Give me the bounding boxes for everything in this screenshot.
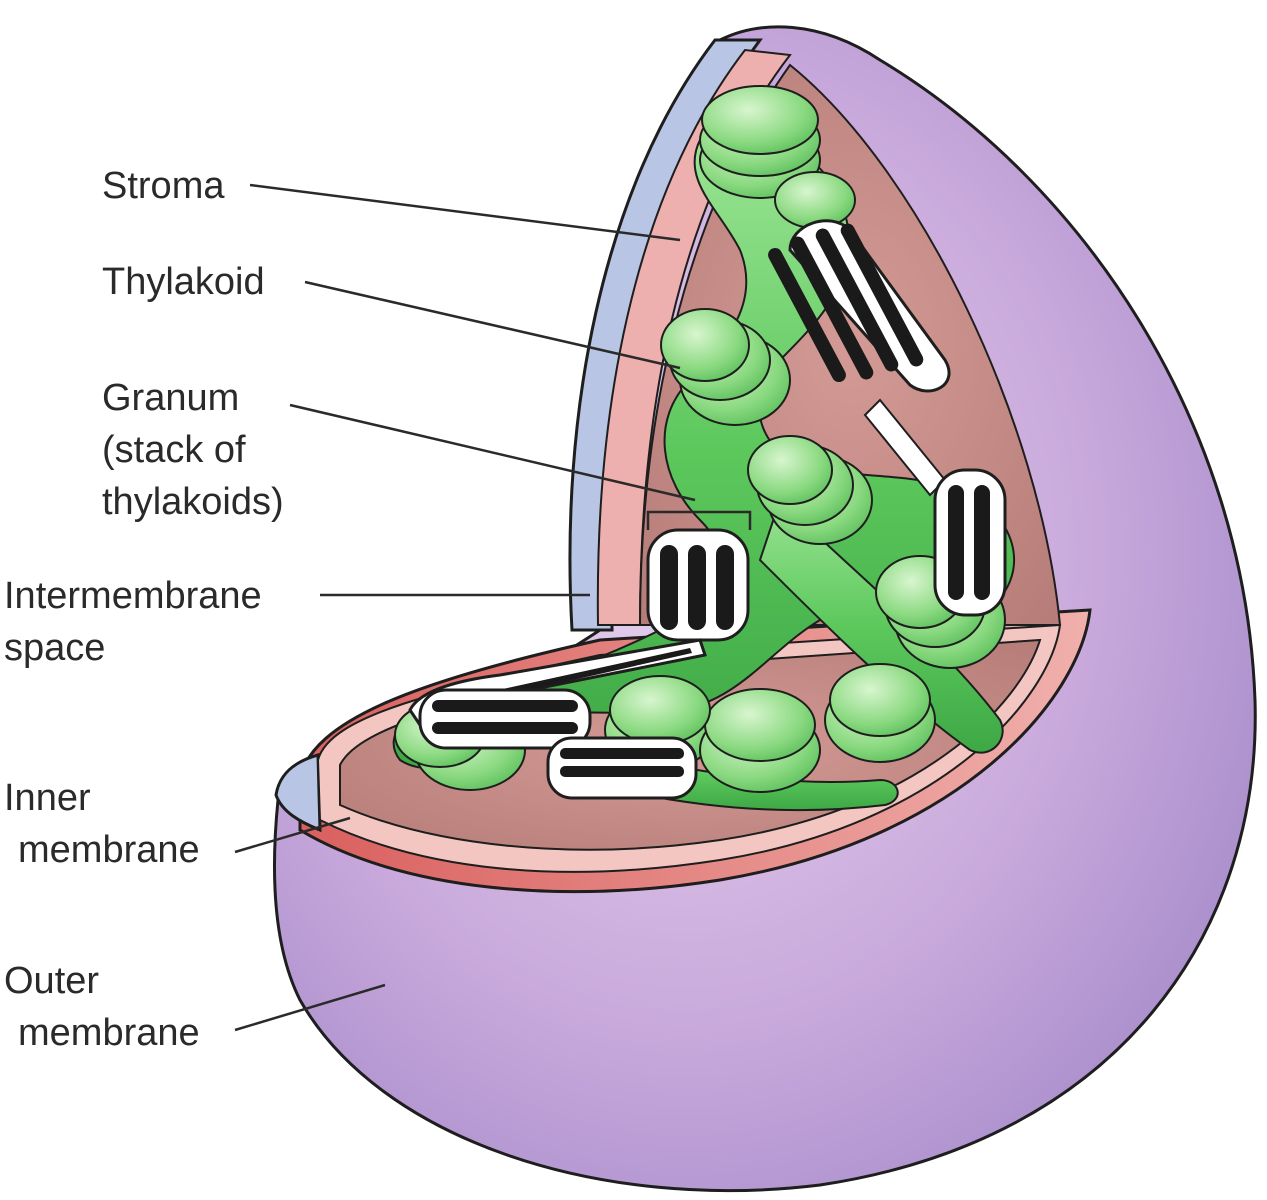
cut-granum-diagonal [768,219,951,497]
granum-center [747,435,873,545]
label-intermembrane-2: space [4,627,105,669]
cut-granum-bottom [546,736,698,800]
label-granum-3: thylakoids) [102,481,284,523]
label-granum-2: (stack of [102,429,246,471]
thylakoid-leader [304,280,681,370]
label-intermembrane-1: Intermembrane [4,575,262,617]
label-stroma: Stroma [102,165,225,207]
label-inner-2: membrane [18,829,200,871]
granum-top [699,85,856,229]
cut-lamella-left [408,638,707,750]
cut-granum-center-vertical [646,528,750,642]
thylakoid-network [392,85,1016,812]
label-granum-1: Granum [102,377,239,419]
label-outer-1: Outer [4,960,99,1002]
stroma-leader [249,183,681,242]
label-thylakoid: Thylakoid [102,261,265,303]
label-outer-2: membrane [18,1012,200,1054]
inner-membrane-leader [234,816,351,854]
granum-mid-left [660,308,791,426]
outer-membrane-leader [234,983,386,1032]
granum-bracket [646,510,752,530]
cut-granum-right-vertical [933,468,1007,617]
granum-leader [289,403,696,502]
leader-lines [234,183,752,1032]
label-inner-1: Inner [4,777,91,819]
labels: Stroma Thylakoid Granum (stack of thylak… [4,165,284,1054]
